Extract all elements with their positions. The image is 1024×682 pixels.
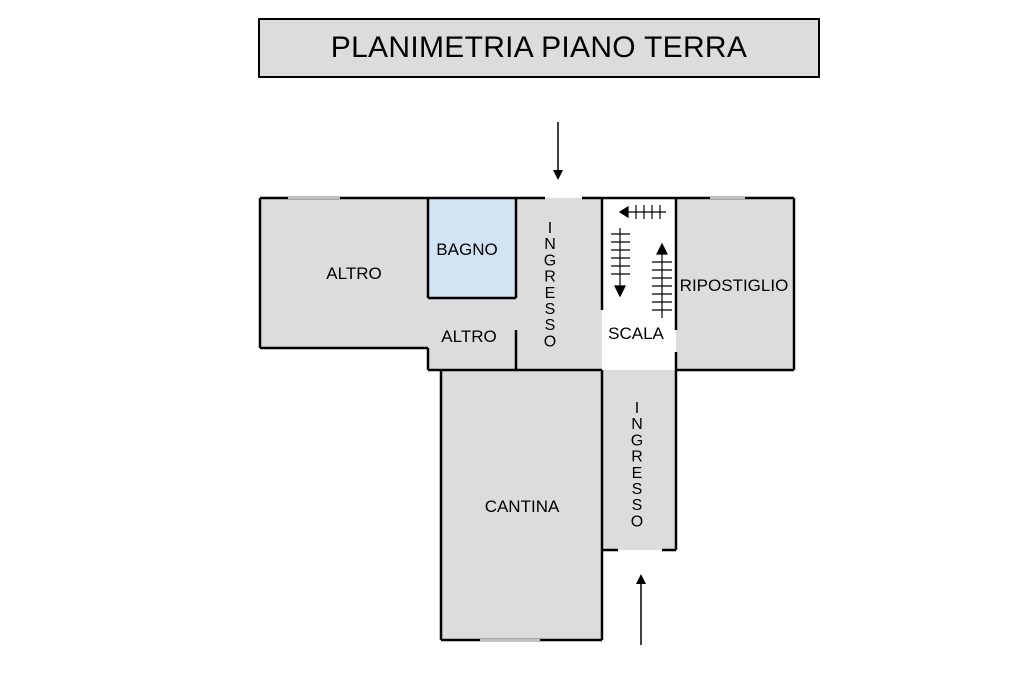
- room-ingresso-upper: [516, 198, 602, 370]
- title-box: PLANIMETRIA PIANO TERRA: [258, 18, 820, 78]
- room-scala: [602, 198, 676, 370]
- room-bagno: [428, 198, 516, 298]
- stairs-icon: [611, 205, 672, 318]
- label-altro-small: ALTRO: [441, 327, 496, 346]
- label-altro-large: ALTRO: [326, 264, 381, 283]
- entrance-arrow-top: [553, 122, 563, 180]
- label-ripostiglio: RIPOSTIGLIO: [680, 276, 789, 295]
- room-altro-small: [428, 298, 516, 370]
- room-ingresso-lower: [602, 370, 676, 550]
- room-altro-large: [260, 198, 428, 348]
- plan-title: PLANIMETRIA PIANO TERRA: [330, 31, 748, 64]
- room-ripostiglio: [676, 198, 794, 370]
- entrance-arrow-bottom: [636, 574, 646, 645]
- label-scala: SCALA: [608, 324, 664, 343]
- label-bagno: BAGNO: [436, 240, 497, 259]
- room-cantina: [441, 370, 602, 640]
- label-cantina: CANTINA: [485, 497, 560, 516]
- window-marks: [288, 197, 745, 641]
